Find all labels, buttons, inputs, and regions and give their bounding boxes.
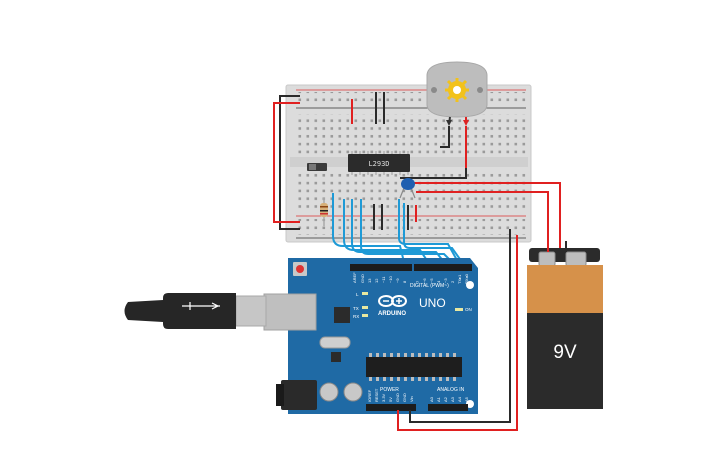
usb-cable-icon[interactable] — [124, 293, 267, 329]
slide-switch-icon[interactable] — [307, 163, 327, 171]
bottom-pin-labels: IOREF RESET 3.3V 5V GND GND Vin A0 A1 A2… — [367, 388, 469, 402]
dc-motor[interactable] — [426, 61, 488, 126]
analog-label: ANALOG IN — [437, 387, 465, 393]
arduino-logo-icon — [378, 295, 407, 307]
svg-text:GND: GND — [360, 274, 365, 283]
svg-text:~5: ~5 — [429, 278, 434, 283]
power-label: POWER — [380, 387, 399, 393]
svg-text:~3: ~3 — [443, 278, 448, 283]
svg-text:A4: A4 — [457, 396, 462, 402]
l293d-chip[interactable]: L293D — [348, 151, 410, 175]
svg-text:5V: 5V — [388, 397, 393, 402]
digital-header-high[interactable] — [350, 264, 412, 271]
svg-text:Vin: Vin — [409, 396, 414, 402]
svg-text:2: 2 — [450, 280, 455, 283]
svg-text:~11: ~11 — [381, 276, 386, 283]
svg-text:12: 12 — [374, 278, 379, 283]
svg-text:RX◂0: RX◂0 — [464, 273, 469, 284]
led-label-l: L — [356, 292, 359, 297]
svg-text:AREF: AREF — [352, 272, 357, 283]
svg-text:4: 4 — [436, 280, 441, 283]
svg-text:13: 13 — [367, 278, 372, 283]
svg-text:TX▸1: TX▸1 — [457, 274, 462, 284]
battery-label: 9V — [553, 342, 577, 363]
battery-leads[interactable] — [547, 241, 567, 252]
power-header[interactable] — [366, 404, 416, 411]
digital-label: DIGITAL (PWM~) — [410, 283, 449, 289]
top-pin-labels: AREF GND 13 12 ~11 ~10 ~9 8 7 ~6 ~5 4 ~3… — [352, 272, 469, 284]
svg-text:GND: GND — [402, 393, 407, 402]
battery-icon[interactable]: 9V — [527, 248, 603, 409]
svg-text:~9: ~9 — [395, 278, 400, 283]
svg-text:A3: A3 — [450, 396, 455, 402]
analog-header[interactable] — [428, 404, 468, 411]
power-wires[interactable] — [397, 229, 518, 431]
svg-text:~10: ~10 — [388, 275, 393, 283]
svg-text:GND: GND — [395, 393, 400, 402]
on-label: ON — [465, 307, 472, 312]
capacitor-icon[interactable] — [399, 178, 416, 199]
svg-text:IOREF: IOREF — [367, 389, 372, 402]
usb-port — [263, 293, 317, 331]
power-jack — [281, 380, 317, 410]
led-label-rx: RX — [353, 314, 359, 319]
model-label: UNO — [419, 296, 446, 310]
svg-text:A0: A0 — [429, 396, 434, 402]
reset-button[interactable] — [293, 262, 307, 276]
svg-text:A1: A1 — [436, 396, 441, 402]
svg-text:3.3V: 3.3V — [381, 393, 386, 402]
svg-text:8: 8 — [402, 280, 407, 283]
digital-header-low[interactable] — [414, 264, 472, 271]
gear-icon — [445, 78, 469, 102]
svg-text:A2: A2 — [443, 396, 448, 402]
signal-wires[interactable] — [332, 193, 463, 263]
breadboard-wires[interactable] — [273, 92, 561, 252]
svg-text:A5: A5 — [464, 396, 469, 402]
led-label-tx: TX — [353, 306, 359, 311]
arduino-uno-board[interactable]: L TX RX ON ARDUINO UNO DIGITAL (PWM~) PO… — [263, 258, 478, 414]
svg-text:RESET: RESET — [374, 388, 379, 402]
svg-text:~6: ~6 — [422, 278, 427, 283]
resistor-icon[interactable] — [320, 198, 328, 226]
ic-label: L293D — [368, 160, 389, 168]
brand-label: ARDUINO — [378, 311, 406, 317]
atmega-chip — [366, 357, 462, 377]
svg-text:7: 7 — [415, 280, 420, 283]
